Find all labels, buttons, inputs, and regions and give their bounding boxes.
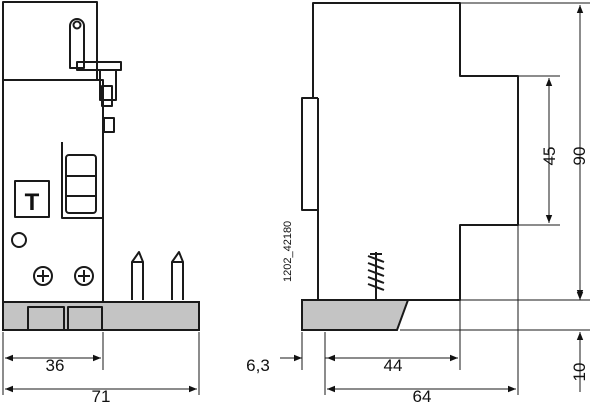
- indicator-led: [11, 232, 27, 248]
- base-foot-left: [27, 306, 65, 331]
- connection-pins: [131, 251, 184, 300]
- side-view: [301, 2, 519, 331]
- front-view: T: [2, 1, 200, 331]
- extension-lines: [2, 2, 590, 395]
- dimension-labels: 36 71 6,3 44 64 45 90 10: [46, 147, 589, 406]
- side-screw: [367, 252, 385, 300]
- dimension-lines: [5, 5, 584, 393]
- side-base-plate: [301, 299, 410, 331]
- dim-label-6-3: 6,3: [246, 356, 270, 375]
- dim-label-36: 36: [46, 356, 65, 375]
- terminal-screw-right: [74, 266, 94, 286]
- dim-label-45: 45: [540, 147, 559, 166]
- dim-label-71: 71: [92, 387, 111, 406]
- dim-label-64: 64: [413, 387, 432, 406]
- side-profile: [301, 2, 519, 301]
- test-button-letter: T: [25, 189, 40, 216]
- test-button: T: [14, 180, 50, 218]
- terminal-screw-left: [33, 266, 53, 286]
- front-lever: [69, 18, 122, 133]
- front-switch-window: [61, 142, 103, 219]
- drawing-code: 1202_42180: [282, 221, 294, 282]
- dim-label-90: 90: [570, 147, 589, 166]
- dim-label-10: 10: [570, 363, 589, 382]
- dim-label-44: 44: [384, 356, 403, 375]
- base-foot-right: [67, 306, 103, 331]
